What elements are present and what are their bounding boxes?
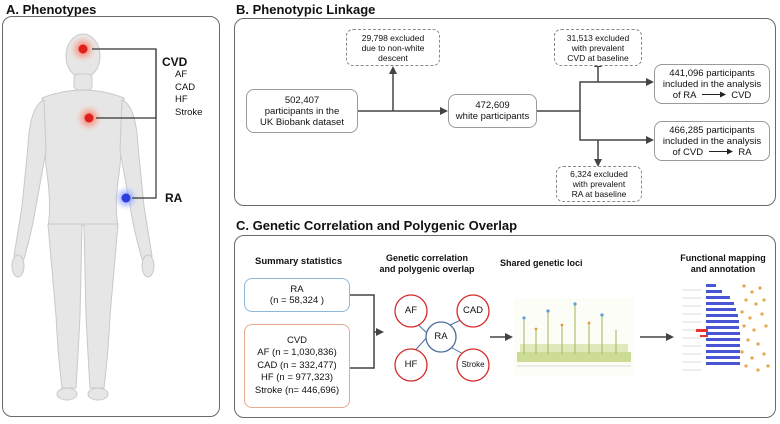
cvd-item-af: AF xyxy=(175,69,188,80)
summary-title: Summary statistics xyxy=(255,256,343,267)
node-cad xyxy=(456,294,490,328)
cvd-to-ra-from: of CVD xyxy=(672,146,704,158)
ra-label: RA xyxy=(165,191,183,205)
arrow-right-icon xyxy=(701,91,726,98)
node-ra xyxy=(425,321,457,353)
excluded-ra-count: 6,324 excluded xyxy=(570,169,628,179)
ra-to-cvd-count: 441,096 participants xyxy=(669,67,755,79)
cvd-item-cad: CAD xyxy=(175,81,196,93)
ra-summary-label: RA xyxy=(290,284,304,295)
excluded-nonwhite-box: 29,798 excluded due to non-white descent xyxy=(346,29,440,66)
excluded-nonwhite-line-2: due to non-white xyxy=(361,42,425,53)
ra-to-cvd-to: CVD xyxy=(731,89,752,101)
cvd-label: CVD xyxy=(162,55,188,69)
cvd-summary-cad: CAD (n = 332,477) xyxy=(257,359,337,371)
node-cad-label: CAD xyxy=(462,305,484,316)
head-dot xyxy=(78,44,88,54)
cvd-to-ra-line-3: of CVD RA xyxy=(672,147,751,158)
cvd-to-ra-count: 466,285 participants xyxy=(669,124,755,136)
cvd-summary-af: AF (n = 1,030,836) xyxy=(257,347,337,359)
cvd-to-ra-box: 466,285 participants included in the ana… xyxy=(654,121,770,161)
genetic-title-line-2: and polygenic overlap xyxy=(379,264,475,274)
cvd-item-list: AF CAD HF Stroke xyxy=(175,69,202,119)
node-stroke-label: Stroke xyxy=(461,360,485,369)
cvd-summary-label: CVD xyxy=(286,334,308,346)
node-hf-label: HF xyxy=(404,359,418,370)
functional-title-line-1: Functional mapping xyxy=(680,253,766,263)
node-hf xyxy=(394,348,428,382)
excluded-cvd-box: 31,513 excluded with prevalent CVD at ba… xyxy=(554,29,642,66)
cvd-item-stroke: Stroke xyxy=(175,106,203,118)
manhattan-plot-thumbnail xyxy=(514,298,634,376)
ra-summary-box: RA (n = 58,324 ) xyxy=(244,278,350,312)
cvd-summary-stroke: Stroke (n= 446,696) xyxy=(254,384,340,396)
node-af-label: AF xyxy=(404,305,418,316)
ra-summary-n: (n = 58,324 ) xyxy=(269,295,325,306)
cvd-summary-hf: HF (n = 977,323) xyxy=(260,372,334,384)
node-af xyxy=(394,294,428,328)
white-participants-box: 472,609 white participants xyxy=(448,94,537,128)
start-count: 502,407 xyxy=(284,94,320,106)
cvd-summary-box: CVD AF (n = 1,030,836) CAD (n = 332,477)… xyxy=(244,324,350,408)
start-line-2: participants in the xyxy=(264,105,340,117)
excluded-nonwhite-count: 29,798 excluded xyxy=(361,32,425,43)
start-line-3: UK Biobank dataset xyxy=(260,116,344,128)
heart-dot xyxy=(84,113,94,123)
panel-c-title: C. Genetic Correlation and Polygenic Ove… xyxy=(236,218,518,233)
ra-to-cvd-box: 441,096 participants included in the ana… xyxy=(654,64,770,104)
ra-to-cvd-from: of RA xyxy=(672,89,696,101)
functional-title-line-2: and annotation xyxy=(690,264,756,274)
excluded-cvd-count: 31,513 excluded xyxy=(566,32,630,43)
start-participants-box: 502,407 participants in the UK Biobank d… xyxy=(246,89,358,133)
genetic-title-line-1: Genetic correlation xyxy=(385,253,469,263)
cvd-to-ra-line-2: included in the analysis xyxy=(662,135,762,147)
loci-title: Shared genetic loci xyxy=(500,258,583,268)
arrow-right-icon xyxy=(708,148,733,155)
node-ra-label: RA xyxy=(434,331,448,342)
panel-b-title: B. Phenotypic Linkage xyxy=(236,2,376,17)
cvd-to-ra-to: RA xyxy=(738,146,752,158)
excluded-cvd-line-3: CVD at baseline xyxy=(567,52,629,63)
node-stroke xyxy=(456,348,490,382)
white-count: 472,609 xyxy=(475,100,510,111)
functional-mapping-thumbnail xyxy=(677,276,772,388)
excluded-cvd-line-2: with prevalent xyxy=(571,42,625,53)
functional-title: Functional mapping and annotation xyxy=(668,253,778,275)
panel-a-title: A. Phenotypes xyxy=(6,2,97,17)
cvd-item-hf: HF xyxy=(175,94,188,105)
genetic-title: Genetic correlation and polygenic overla… xyxy=(372,253,482,275)
excluded-ra-line-2: with prevalent xyxy=(572,179,626,189)
excluded-nonwhite-line-3: descent xyxy=(378,52,408,63)
body-figure xyxy=(11,33,157,401)
ra-to-cvd-line-3: of RA CVD xyxy=(673,90,752,101)
excluded-ra-box: 6,324 excluded with prevalent RA at base… xyxy=(556,166,642,202)
wrist-dot xyxy=(121,193,131,203)
excluded-ra-line-3: RA at baseline xyxy=(571,189,627,199)
ra-to-cvd-line-2: included in the analysis xyxy=(662,78,762,90)
white-label: white participants xyxy=(455,111,530,122)
